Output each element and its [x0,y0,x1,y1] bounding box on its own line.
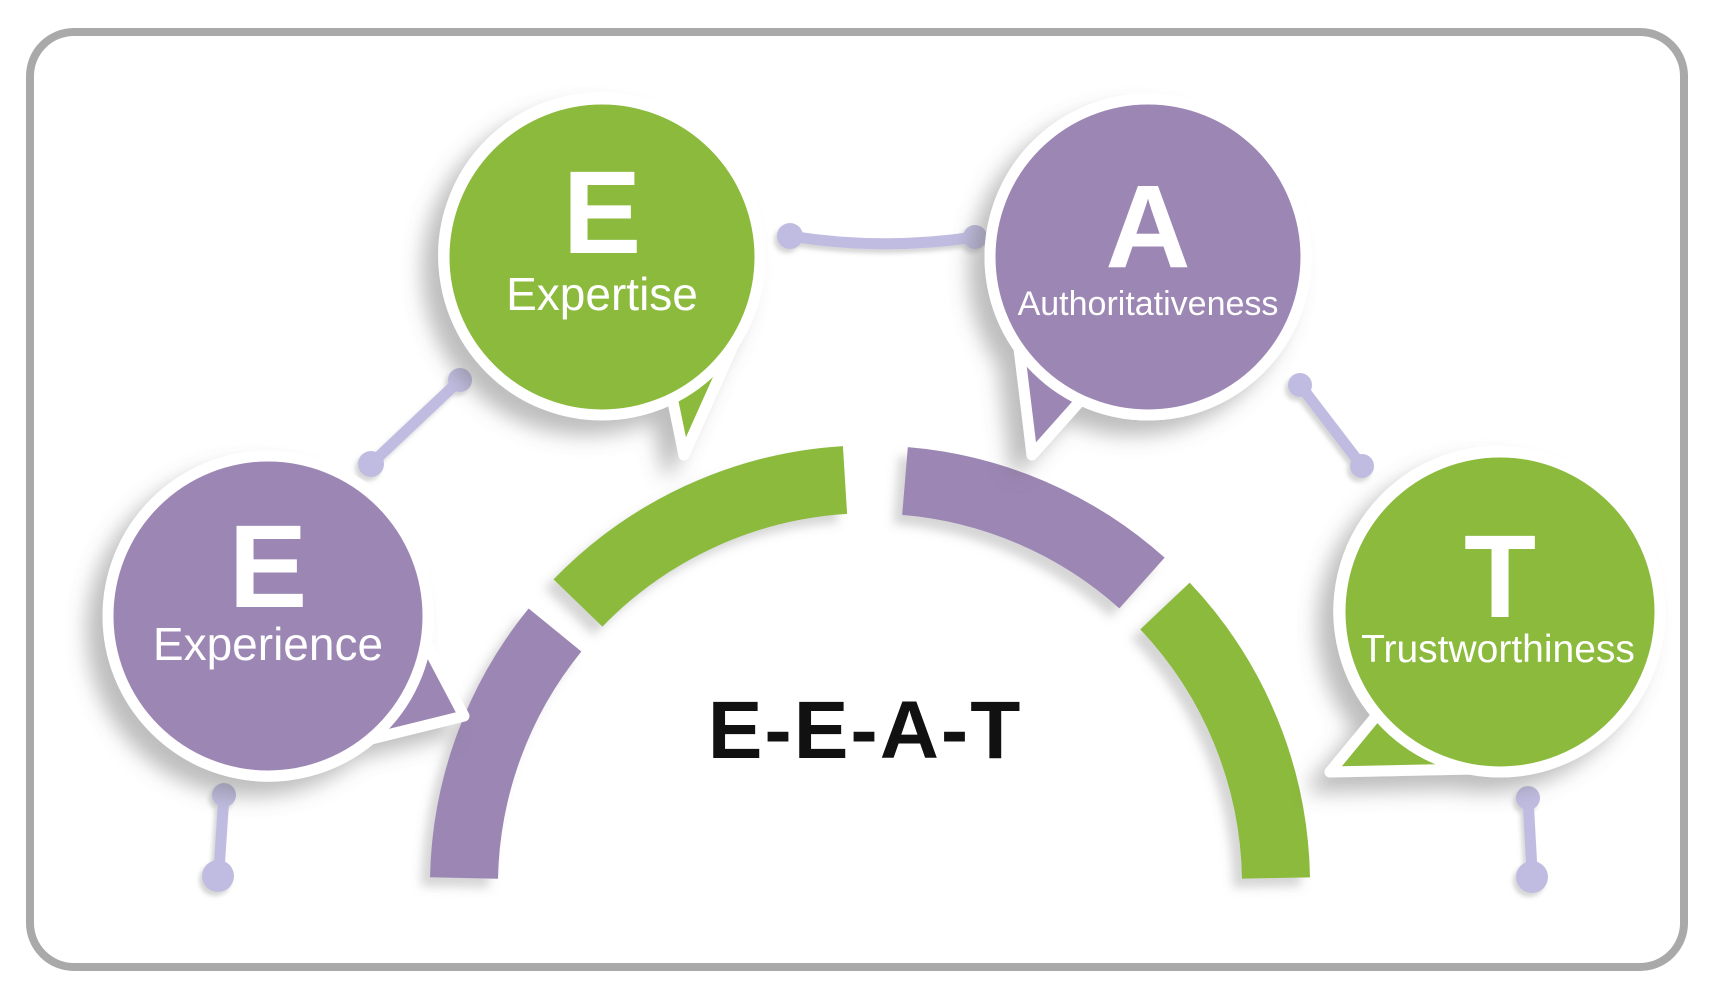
connector-dot [358,451,384,477]
arc-segment-purple-right [901,447,1165,609]
bubble-label: Authoritativeness [1018,285,1279,323]
bubble-circle [438,93,766,421]
connector-experience-anchor [202,783,236,892]
bubble-letter: E [563,147,642,279]
connector-line [1522,792,1538,876]
connector-expertise-authoritativeness [777,223,987,250]
connector-dot [202,860,234,892]
arc-segment-purple-left [430,608,582,880]
arc-segment-green-left [553,446,848,627]
bubble-experience: E Experience [102,450,470,782]
bubble-authoritativeness: A Authoritativeness [984,93,1312,461]
connector-line [365,374,466,470]
bubble-label: Expertise [506,268,698,320]
connector-line [213,789,230,876]
bubble-label: Experience [153,618,383,670]
connector-dot [1516,786,1540,810]
connector-dot [963,225,987,249]
bubble-circle [102,450,434,782]
bubble-letter: T [1464,511,1536,643]
bubble-letter: E [229,501,308,633]
connector-experience-expertise [358,368,472,477]
arc-segment-green-right [1140,582,1310,879]
connector-line [1294,379,1368,472]
connector-dot [1350,454,1374,478]
connector-dot [777,223,803,249]
bubble-trustworthiness: T Trustworthiness [1324,445,1666,778]
connector-line [784,230,981,250]
connector-dot [448,368,472,392]
diagram-title: E-E-A-T [708,685,1023,776]
bubble-expertise: E Expertise [438,92,766,461]
bubble-circle [1334,446,1666,778]
connector-dot [1288,373,1312,397]
bubble-label: Trustworthiness [1361,628,1635,671]
eeat-arc [430,446,1310,880]
connector-dot [1516,861,1548,893]
bubble-circle [984,93,1312,421]
connector-authoritativeness-trustworthiness [1288,373,1374,478]
connector-dot [212,783,236,807]
bubble-letter: A [1105,161,1190,293]
connector-trustworthiness-anchor [1516,786,1548,893]
